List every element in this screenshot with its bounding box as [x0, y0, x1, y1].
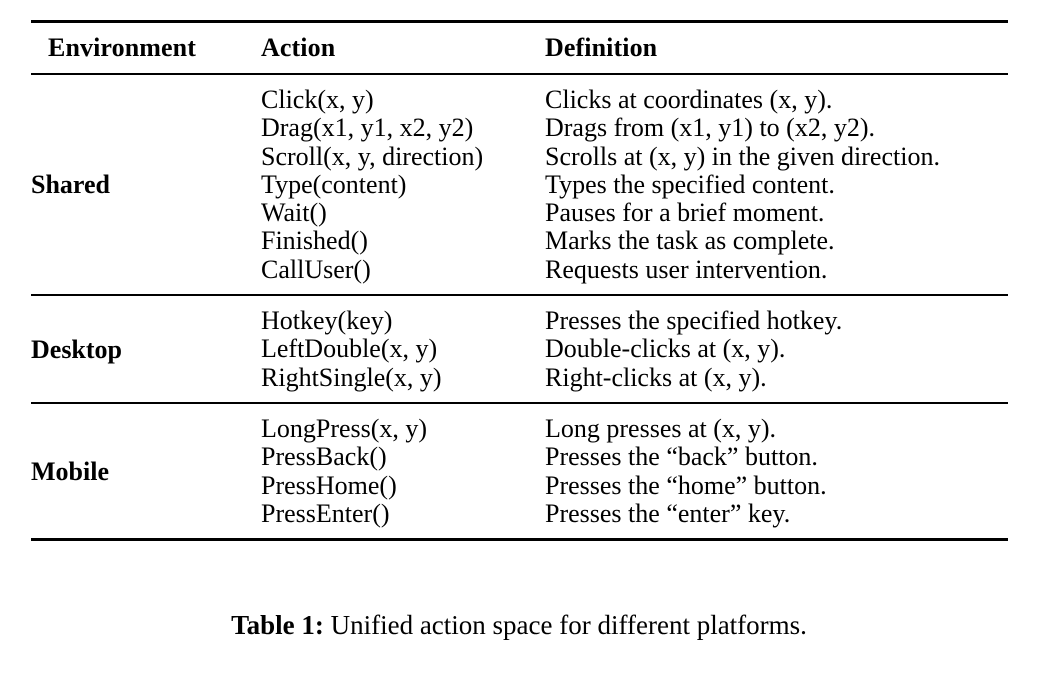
definition-cell: Presses the “back” button.	[545, 442, 818, 472]
group-definitions-shared: Clicks at coordinates (x, y). Drags from…	[545, 85, 1008, 284]
group-mobile: Mobile LongPress(x, y) PressBack() Press…	[31, 404, 1008, 538]
column-header-definition: Definition	[545, 33, 658, 62]
action-cell: LongPress(x, y)	[261, 413, 428, 443]
definition-cell: Requests user intervention.	[545, 254, 828, 284]
group-top-padding	[31, 404, 1008, 415]
definition-cell: Drags from (x1, y1) to (x2, y2).	[545, 113, 875, 143]
action-cell: Type(content)	[261, 169, 407, 199]
group-label-shared: Shared	[31, 170, 110, 200]
caption-text: Unified action space for different platf…	[330, 610, 807, 640]
definition-cell: Types the specified content.	[545, 169, 835, 199]
definition-cell: Presses the “enter” key.	[545, 498, 791, 528]
action-cell: PressBack()	[261, 442, 387, 472]
action-cell: Finished()	[261, 226, 368, 256]
table-row: Desktop Hotkey(key) LeftDouble(x, y) Rig…	[31, 306, 1008, 392]
group-actions-desktop: Hotkey(key) LeftDouble(x, y) RightSingle…	[253, 306, 545, 392]
action-cell: PressEnter()	[261, 498, 390, 528]
table-caption: Table 1: Unified action space for differ…	[0, 608, 1038, 642]
column-header-environment: Environment	[48, 33, 196, 62]
definition-cell: Scrolls at (x, y) in the given direction…	[545, 141, 940, 171]
action-cell: LeftDouble(x, y)	[261, 334, 438, 364]
action-cell: Wait()	[261, 198, 327, 228]
definition-cell: Long presses at (x, y).	[545, 413, 777, 443]
definition-cell: Presses the “home” button.	[545, 470, 827, 500]
table-header-row: Environment Action Definition	[31, 23, 1008, 73]
group-desktop: Desktop Hotkey(key) LeftDouble(x, y) Rig…	[31, 296, 1008, 402]
definition-cell: Marks the task as complete.	[545, 226, 835, 256]
action-cell: RightSingle(x, y)	[261, 362, 442, 392]
group-definitions-desktop: Presses the specified hotkey. Double-cli…	[545, 306, 1008, 392]
actions-table: Environment Action Definition	[31, 23, 1008, 73]
action-cell: Scroll(x, y, direction)	[261, 141, 484, 171]
table-row: Mobile LongPress(x, y) PressBack() Press…	[31, 413, 1008, 528]
group-bottom-padding	[31, 392, 1008, 402]
table-bottom-rule	[31, 538, 1008, 542]
group-shared: Shared Click(x, y) Drag(x1, y1, x2, y2) …	[31, 75, 1008, 294]
group-separator-rule-1	[31, 294, 1008, 297]
action-cell: CallUser()	[261, 254, 371, 284]
header-separator-rule	[31, 73, 1008, 75]
action-cell: Drag(x1, y1, x2, y2)	[261, 113, 474, 143]
action-cell: Hotkey(key)	[261, 306, 393, 336]
group-actions-mobile: LongPress(x, y) PressBack() PressHome() …	[253, 413, 545, 528]
definition-cell: Presses the specified hotkey.	[545, 306, 843, 336]
action-cell: Click(x, y)	[261, 85, 374, 114]
table-row: Shared Click(x, y) Drag(x1, y1, x2, y2) …	[31, 85, 1008, 284]
group-bottom-padding	[31, 528, 1008, 538]
group-label-mobile: Mobile	[31, 456, 109, 486]
group-separator-rule-2	[31, 401, 1008, 404]
column-header-action: Action	[261, 33, 336, 62]
definition-cell: Double-clicks at (x, y).	[545, 334, 786, 364]
group-actions-shared: Click(x, y) Drag(x1, y1, x2, y2) Scroll(…	[253, 85, 545, 284]
action-space-table: Environment Action Definition Shared Cli…	[31, 20, 1008, 542]
group-label-desktop: Desktop	[31, 334, 123, 364]
definition-cell: Pauses for a brief moment.	[545, 198, 825, 228]
caption-label: Table 1:	[231, 610, 331, 640]
group-definitions-mobile: Long presses at (x, y). Presses the “bac…	[545, 413, 1008, 528]
definition-cell: Right-clicks at (x, y).	[545, 362, 767, 392]
group-top-padding	[31, 296, 1008, 307]
group-bottom-padding	[31, 284, 1008, 294]
group-top-padding	[31, 75, 1008, 86]
action-cell: PressHome()	[261, 470, 397, 500]
table-top-rule	[31, 20, 1008, 23]
definition-cell: Clicks at coordinates (x, y).	[545, 85, 833, 114]
